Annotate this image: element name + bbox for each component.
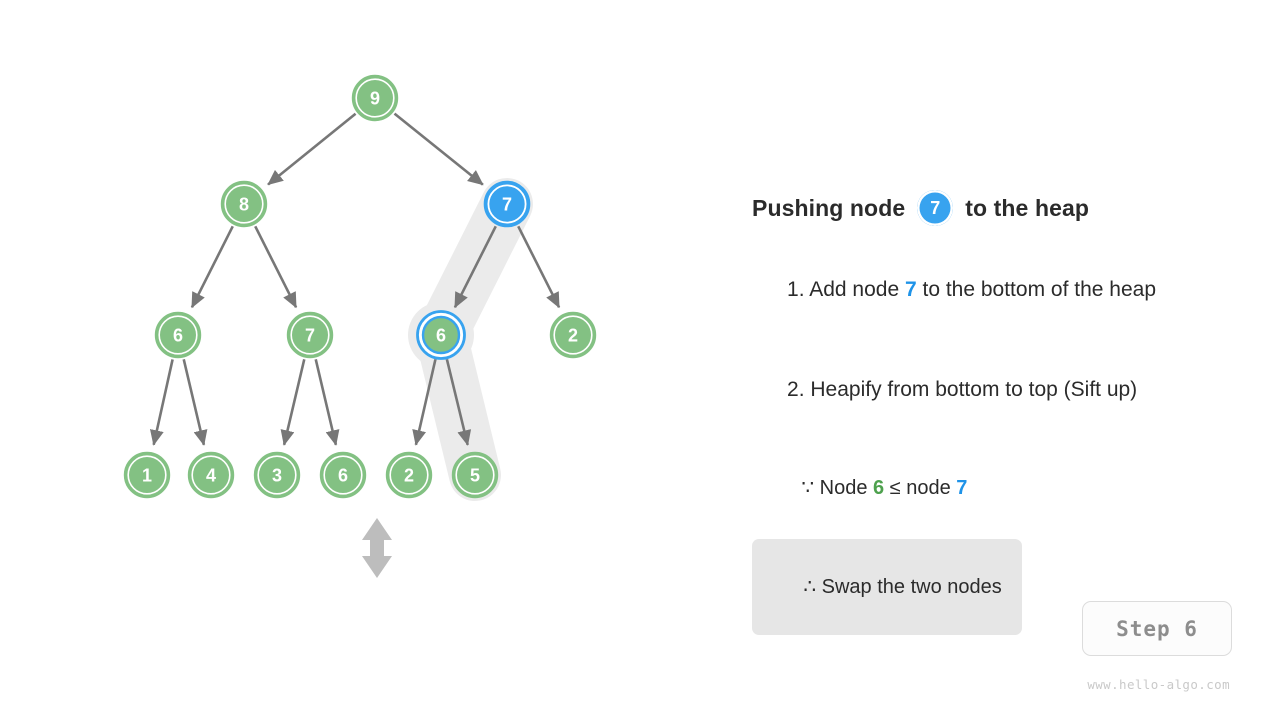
tree-node-label: 2 xyxy=(568,326,578,346)
watermark: www.hello-algo.com xyxy=(1087,677,1230,692)
tree-edge xyxy=(182,359,208,446)
because-symbol: ∵ xyxy=(801,477,815,499)
reason-value-b: 7 xyxy=(956,477,968,499)
tree-node-label: 6 xyxy=(338,466,348,486)
tree-node[interactable]: 9 xyxy=(351,74,399,122)
tree-node[interactable]: 7 xyxy=(483,180,531,228)
tree-node[interactable]: 6 xyxy=(319,451,367,499)
tree-edge xyxy=(453,225,497,309)
tree-array-link-arrow xyxy=(362,518,392,578)
explanation-panel: Pushing node 7 to the heap 1. Add node 7… xyxy=(752,190,1252,635)
tree-node[interactable]: 3 xyxy=(253,451,301,499)
tree-node-label: 5 xyxy=(470,466,480,486)
reason-comparator: ≤ node xyxy=(884,477,957,499)
tree-edge-group xyxy=(149,112,561,446)
tree-node-label: 8 xyxy=(239,195,249,215)
tree-node-label: 6 xyxy=(436,326,446,346)
step-1-text-after: to the bottom of the heap xyxy=(916,278,1156,301)
title-prefix: Pushing node xyxy=(752,194,906,221)
tree-node[interactable]: 4 xyxy=(187,451,235,499)
title-node-badge: 7 xyxy=(917,190,954,226)
page-title: Pushing node 7 to the heap xyxy=(752,190,1252,226)
therefore-symbol: ∴ xyxy=(803,576,817,598)
reason-line: ∵ Node 6 ≤ node 7 xyxy=(768,452,1252,523)
binary-tree-diagram: 9 8 7 6 7 6 2 1 4 3 6 2 5 9 8 7 6 7 6 2 1 4 3 6 2 5 xyxy=(123,74,597,578)
tree-node-label: 9 xyxy=(370,89,380,109)
tree-node[interactable]: 5 xyxy=(451,451,499,499)
tree-node[interactable]: 2 xyxy=(385,451,433,499)
tree-edge xyxy=(190,225,234,309)
tree-node[interactable]: 1 xyxy=(123,451,171,499)
tree-edge xyxy=(254,225,298,309)
step-badge-label: Step 6 xyxy=(1116,616,1198,641)
tree-edge xyxy=(267,112,357,186)
tree-node-label: 7 xyxy=(305,326,315,346)
tree-node[interactable]: 7 xyxy=(286,311,334,359)
tree-edge xyxy=(314,359,340,446)
title-suffix: to the heap xyxy=(965,194,1090,221)
conclusion-text: Swap the two nodes xyxy=(816,576,1002,598)
step-badge: Step 6 xyxy=(1082,601,1232,656)
step-2-number: 2. xyxy=(787,378,805,401)
step-item-1: 1. Add node 7 to the bottom of the heap xyxy=(752,254,1252,326)
tree-edge xyxy=(517,225,561,309)
tree-node-group: 9 8 7 6 7 6 2 1 4 3 6 2 5 xyxy=(123,74,597,499)
step-1-text-before: Add node xyxy=(804,278,905,301)
tree-edge xyxy=(412,359,437,446)
tree-node[interactable]: 8 xyxy=(220,180,268,228)
step-1-number: 1. xyxy=(787,278,805,301)
reason-value-a: 6 xyxy=(873,477,885,499)
step-item-2: 2. Heapify from bottom to top (Sift up) xyxy=(752,354,1252,426)
tree-node-label: 6 xyxy=(173,326,183,346)
tree-node-label: 7 xyxy=(502,195,512,215)
tree-node-label: 4 xyxy=(206,466,216,486)
tree-node-label: 3 xyxy=(272,466,282,486)
conclusion-box: ∴ Swap the two nodes xyxy=(752,539,1022,635)
step-2-text-before: Heapify from bottom to top (Sift up) xyxy=(804,378,1138,401)
tree-edge xyxy=(445,358,472,446)
tree-edge xyxy=(393,112,484,186)
tree-node[interactable]: 2 xyxy=(549,311,597,359)
tree-node-label: 1 xyxy=(142,466,152,486)
tree-edge xyxy=(280,359,306,446)
tree-edge xyxy=(149,359,174,446)
step-1-highlight: 7 xyxy=(904,278,917,301)
tree-node[interactable]: 6 xyxy=(154,311,202,359)
tree-node[interactable]: 6 xyxy=(416,310,466,360)
reason-text-before: Node xyxy=(814,477,874,499)
tree-node-label: 2 xyxy=(404,466,414,486)
